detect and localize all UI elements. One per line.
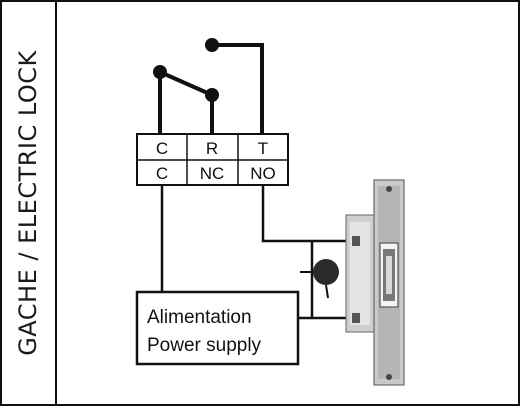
title-text: GACHE / ELECTRIC LOCK — [14, 50, 43, 356]
power-supply-label-en: Power supply — [147, 335, 262, 356]
common-contact-dot — [153, 65, 167, 79]
terminal-label-c-top: C — [156, 139, 168, 158]
power-supply-box — [135, 290, 300, 366]
side-title: GACHE / ELECTRIC LOCK — [1, 1, 55, 405]
terminal-label-r-top: R — [206, 139, 218, 158]
nc-contact-dot — [205, 88, 219, 102]
power-supply-label-fr: Alimentation — [147, 307, 252, 328]
terminal-label-c-bottom: C — [156, 164, 168, 183]
no-contact-dot — [205, 38, 219, 52]
terminal-block — [136, 133, 289, 186]
terminal-label-t-top: T — [258, 139, 268, 158]
terminal-label-nc-bottom: NC — [200, 164, 225, 183]
wiring-lines — [160, 185, 352, 320]
electric-strike-lock — [345, 179, 405, 386]
varistor-component — [300, 259, 339, 299]
terminal-label-no-bottom: NO — [250, 164, 276, 183]
